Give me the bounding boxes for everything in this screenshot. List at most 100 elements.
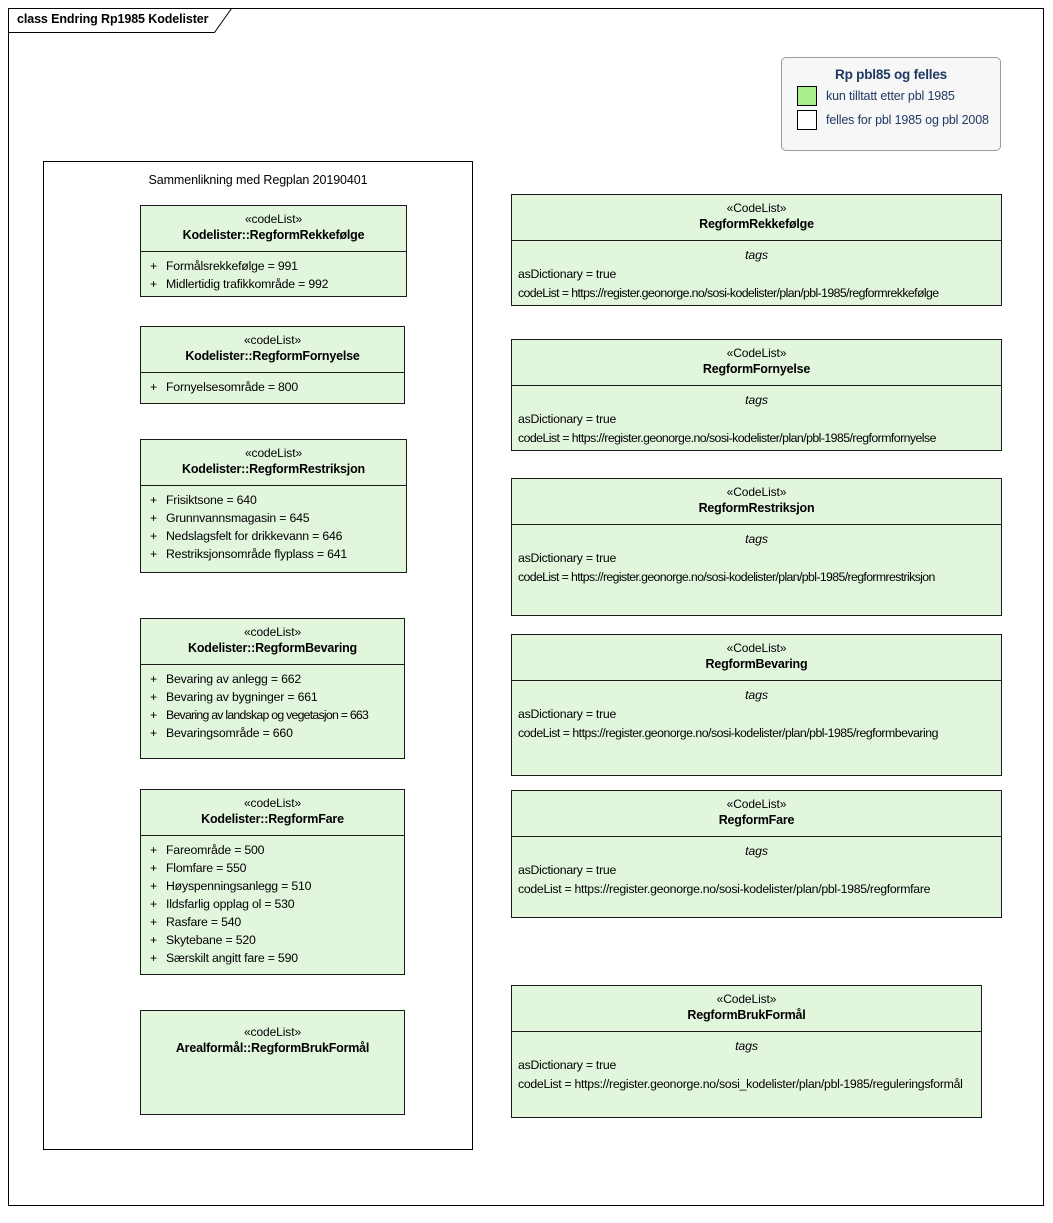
attribute-row: + Skytebane = 520 [141, 931, 404, 949]
attribute-visibility: + [150, 493, 157, 507]
class-attributes: + Fareområde = 500 + Flomfare = 550 + Hø… [141, 836, 404, 973]
legend-item-kun-tilltatt: kun tilltatt etter pbl 1985 [797, 86, 1000, 106]
attribute-row: + Formålsrekkefølge = 991 [141, 257, 406, 275]
codelist-stereotype: «CodeList» [726, 201, 787, 215]
attribute-text: Formålsrekkefølge = 991 [166, 259, 298, 273]
class-box-kodelister-regformrekkefolge[interactable]: «codeList» Kodelister::RegformRekkefølge… [140, 205, 407, 297]
attribute-row: + Bevaringsområde = 660 [141, 724, 404, 742]
class-name: Kodelister::RegformRestriksjon [182, 462, 365, 476]
class-header: «codeList» Kodelister::RegformRekkefølge [141, 206, 406, 252]
class-attributes: + Fornyelsesområde = 800 [141, 373, 404, 402]
tag-line-codelist: codeList = https://register.geonorge.no/… [518, 726, 938, 740]
codelist-box-regformfare[interactable]: «CodeList» RegformFare tags asDictionary… [511, 790, 1002, 918]
attribute-text: Særskilt angitt fare = 590 [166, 951, 298, 965]
class-name: Kodelister::RegformFornyelse [185, 349, 360, 363]
tags-label: tags [745, 844, 768, 858]
tag-line-asdictionary: asDictionary = true [518, 707, 617, 721]
attribute-text: Midlertidig trafikkområde = 992 [166, 277, 329, 291]
codelist-stereotype: «CodeList» [726, 641, 787, 655]
attribute-text: Skytebane = 520 [166, 933, 256, 947]
class-box-kodelister-regformfare[interactable]: «codeList» Kodelister::RegformFare + Far… [140, 789, 405, 975]
tag-line-asdictionary: asDictionary = true [518, 1058, 617, 1072]
codelist-box-regformbevaring[interactable]: «CodeList» RegformBevaring tags asDictio… [511, 634, 1002, 776]
codelist-stereotype: «CodeList» [726, 346, 787, 360]
class-box-kodelister-regformfornyelse[interactable]: «codeList» Kodelister::RegformFornyelse … [140, 326, 405, 404]
class-box-kodelister-regformbevaring[interactable]: «codeList» Kodelister::RegformBevaring +… [140, 618, 405, 759]
attribute-row: + Bevaring av anlegg = 662 [141, 670, 404, 688]
tags-label: tags [745, 248, 768, 262]
attribute-row: + Høyspenningsanlegg = 510 [141, 877, 404, 895]
attribute-row: + Frisiktsone = 640 [141, 491, 406, 509]
class-stereotype: «codeList» [244, 446, 303, 460]
class-header: «codeList» Kodelister::RegformFornyelse [141, 327, 404, 373]
attribute-text: Bevaring av bygninger = 661 [166, 690, 318, 704]
package-title: Sammenlikning med Regplan 20190401 [148, 173, 368, 187]
attribute-row: + Fareområde = 500 [141, 841, 404, 859]
legend-swatch-green [797, 86, 817, 106]
class-attributes: + Frisiktsone = 640 + Grunnvannsmagasin … [141, 486, 406, 569]
tags-label: tags [745, 532, 768, 546]
codelist-tags: tags asDictionary = true codeList = http… [512, 681, 1001, 743]
tag-line-asdictionary: asDictionary = true [518, 551, 617, 565]
codelist-box-regformrestriksjon[interactable]: «CodeList» RegformRestriksjon tags asDic… [511, 478, 1002, 616]
attribute-row: + Midlertidig trafikkområde = 992 [141, 275, 406, 293]
codelist-tags: tags asDictionary = true codeList = http… [512, 386, 1001, 448]
codelist-tags: tags asDictionary = true codeList = http… [512, 1032, 981, 1094]
title-tab-shape [8, 8, 232, 33]
codelist-header: «CodeList» RegformFornyelse [512, 340, 1001, 386]
codelist-header: «CodeList» RegformBrukFormål [512, 986, 981, 1032]
codelist-header: «CodeList» RegformRestriksjon [512, 479, 1001, 525]
attribute-text: Ildsfarlig opplag ol = 530 [166, 897, 295, 911]
attribute-text: Bevaring av anlegg = 662 [166, 672, 302, 686]
attribute-text: Flomfare = 550 [166, 861, 247, 875]
attribute-visibility: + [150, 380, 157, 394]
codelist-stereotype: «CodeList» [726, 485, 787, 499]
attribute-row: + Bevaring av bygninger = 661 [141, 688, 404, 706]
class-box-arealformal-regformbrukformal[interactable]: «codeList» Arealformål::RegformBrukFormå… [140, 1010, 405, 1115]
tag-line-codelist: codeList = https://register.geonorge.no/… [518, 431, 936, 445]
attribute-visibility: + [150, 529, 157, 543]
class-name: Kodelister::RegformBevaring [188, 641, 357, 655]
attribute-row: + Særskilt angitt fare = 590 [141, 949, 404, 967]
class-stereotype: «codeList» [244, 212, 303, 226]
class-box-kodelister-regformrestriksjon[interactable]: «codeList» Kodelister::RegformRestriksjo… [140, 439, 407, 573]
attribute-visibility: + [150, 897, 157, 911]
class-header: «codeList» Kodelister::RegformBevaring [141, 619, 404, 665]
attribute-visibility: + [150, 843, 157, 857]
attribute-visibility: + [150, 511, 157, 525]
codelist-name: RegformFornyelse [702, 362, 811, 376]
codelist-stereotype: «CodeList» [726, 797, 787, 811]
attribute-text: Grunnvannsmagasin = 645 [166, 511, 310, 525]
codelist-name: RegformFare [718, 813, 795, 827]
attribute-text: Bevaringsområde = 660 [166, 726, 293, 740]
attribute-text: Restriksjonsområde flyplass = 641 [166, 547, 348, 561]
codelist-box-regformrekkefolge[interactable]: «CodeList» RegformRekkefølge tags asDict… [511, 194, 1002, 306]
codelist-header: «CodeList» RegformBevaring [512, 635, 1001, 681]
attribute-row: + Bevaring av landskap og vegetasjon = 6… [141, 706, 404, 724]
attribute-visibility: + [150, 708, 157, 722]
diagram-title: class Endring Rp1985 Kodelister [17, 12, 209, 26]
class-name: Arealformål::RegformBrukFormål [175, 1041, 370, 1055]
class-stereotype: «codeList» [243, 625, 302, 639]
codelist-box-regformfornyelse[interactable]: «CodeList» RegformFornyelse tags asDicti… [511, 339, 1002, 451]
codelist-box-regformbrukformal[interactable]: «CodeList» RegformBrukFormål tags asDict… [511, 985, 982, 1118]
codelist-name: RegformBevaring [705, 657, 808, 671]
codelist-name: RegformRestriksjon [698, 501, 815, 515]
diagram-title-tab: class Endring Rp1985 Kodelister [8, 8, 232, 33]
codelist-name: RegformBrukFormål [687, 1008, 806, 1022]
attribute-text: Bevaring av landskap og vegetasjon = 663 [166, 708, 369, 722]
tags-label: tags [735, 1039, 758, 1053]
legend-label-white: felles for pbl 1985 og pbl 2008 [826, 113, 989, 127]
legend-panel: Rp pbl85 og felles kun tilltatt etter pb… [781, 57, 1001, 151]
tags-label: tags [745, 688, 768, 702]
attribute-visibility: + [150, 690, 157, 704]
legend-item-felles: felles for pbl 1985 og pbl 2008 [797, 110, 1000, 130]
attribute-visibility: + [150, 861, 157, 875]
attribute-visibility: + [150, 951, 157, 965]
codelist-stereotype: «CodeList» [716, 992, 777, 1006]
tags-label: tags [745, 393, 768, 407]
tag-line-codelist: codeList = https://register.geonorge.no/… [518, 882, 931, 896]
codelist-tags: tags asDictionary = true codeList = http… [512, 241, 1001, 303]
attribute-text: Fareområde = 500 [166, 843, 265, 857]
class-name: Kodelister::RegformFare [201, 812, 344, 826]
